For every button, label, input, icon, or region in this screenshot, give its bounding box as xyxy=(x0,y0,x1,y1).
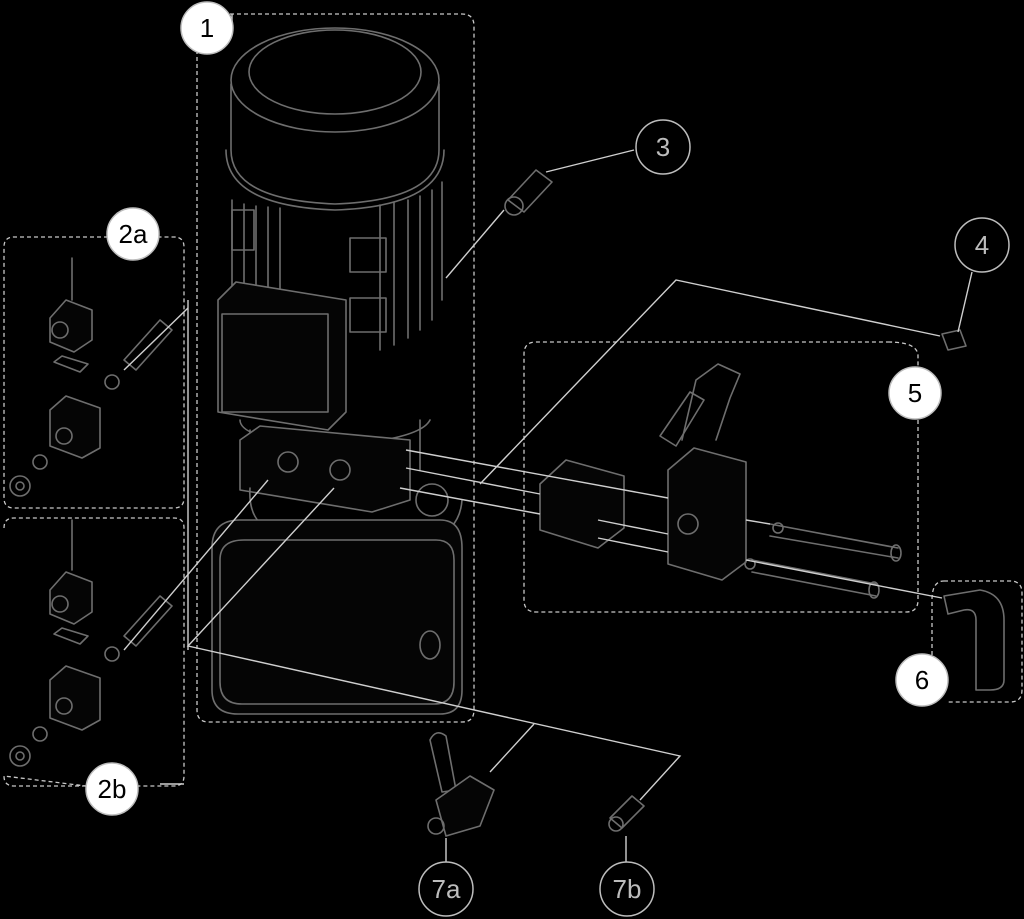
hand-pump-assembly-5 xyxy=(539,363,902,599)
callout-label-4: 4 xyxy=(975,230,989,260)
group-frame-6 xyxy=(931,580,1023,703)
solenoid-valve-2a xyxy=(9,257,173,497)
fitting-7b xyxy=(608,795,645,832)
axis-2b xyxy=(123,479,269,651)
leader-4 xyxy=(957,271,973,333)
axis-5d xyxy=(597,519,669,535)
callout-7b: 7b xyxy=(599,861,655,917)
fitting-3 xyxy=(504,169,553,216)
callouts: 1 2a 2b 3 4 5 6 7a xyxy=(85,1,1010,917)
group-frames xyxy=(3,13,1023,787)
callout-label-1: 1 xyxy=(200,13,214,43)
axis-4 xyxy=(479,279,941,485)
callout-2a: 2a xyxy=(106,207,160,261)
axis-7a xyxy=(489,723,535,773)
callout-4: 4 xyxy=(954,217,1010,273)
callout-label-5: 5 xyxy=(908,378,922,408)
callout-label-6: 6 xyxy=(915,665,929,695)
callout-label-7b: 7b xyxy=(613,874,642,904)
solenoid-valve-2b xyxy=(9,519,173,767)
axis-5a xyxy=(405,449,669,499)
callout-6: 6 xyxy=(895,653,949,707)
callout-3: 3 xyxy=(635,119,691,175)
callout-7a: 7a xyxy=(418,861,474,917)
leader-3 xyxy=(545,149,635,173)
axis-5b xyxy=(405,467,541,495)
callout-label-3: 3 xyxy=(656,132,670,162)
group-frame-2b xyxy=(3,517,185,787)
group-frame-1 xyxy=(196,13,475,723)
hand-valve-7a xyxy=(427,732,495,837)
axis-2a-b xyxy=(123,307,189,371)
motor-pump-unit xyxy=(211,27,463,715)
callout-5: 5 xyxy=(888,366,942,420)
axis-5c xyxy=(399,487,541,515)
callout-label-2a: 2a xyxy=(119,219,148,249)
group-frame-5 xyxy=(523,341,919,613)
axis-6 xyxy=(745,559,943,599)
callout-2b: 2b xyxy=(85,762,139,816)
elbow-fitting-6 xyxy=(943,589,1005,691)
callout-label-7a: 7a xyxy=(432,874,461,904)
group-frame-2a xyxy=(3,236,185,509)
axis-5e xyxy=(597,537,669,553)
axis-7 xyxy=(186,487,682,801)
screw-4 xyxy=(941,329,967,351)
callout-1: 1 xyxy=(180,1,234,55)
callout-label-2b: 2b xyxy=(98,774,127,804)
leader-3-axis xyxy=(445,209,505,279)
leader-lines xyxy=(123,14,973,862)
axis-5f xyxy=(745,519,771,525)
